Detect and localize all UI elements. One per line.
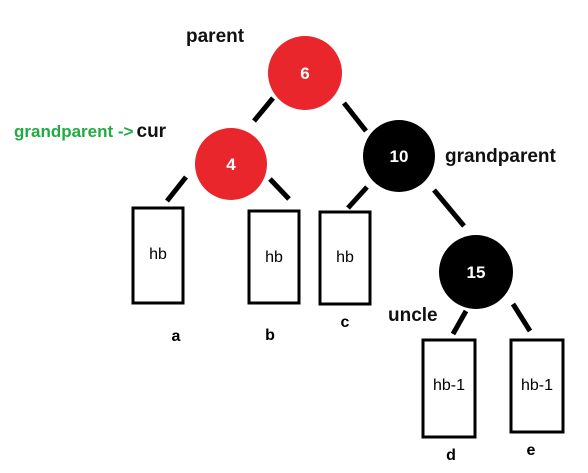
box-label: hb-1 — [521, 377, 553, 394]
leaf-letter: e — [527, 442, 536, 459]
box-outline — [421, 338, 477, 439]
node-key: 6 — [300, 64, 309, 83]
node-key: 4 — [226, 155, 236, 174]
label-grandparent: grandparent — [445, 146, 557, 167]
edge-6-4 — [252, 96, 275, 123]
box-outline — [131, 206, 185, 305]
tree-node-15: 15 — [439, 235, 513, 309]
subtree-box-c: hb c — [318, 210, 372, 331]
subtree-box-d: hb-1 d — [421, 338, 477, 464]
node-circle — [268, 36, 342, 110]
edge-6-10 — [342, 101, 368, 133]
node-circle — [363, 120, 435, 192]
subtree-box-b: hb b — [247, 209, 301, 344]
label-cur-prefix: grandparent -> — [14, 122, 134, 141]
edge-15-d — [450, 309, 469, 336]
node-circle — [195, 128, 267, 200]
node-key: 15 — [467, 263, 486, 282]
leaf-letter: d — [446, 447, 456, 464]
edge-4-a — [165, 175, 188, 203]
box-outline — [509, 338, 565, 434]
box-label: hb-1 — [433, 377, 465, 394]
node-circle — [439, 235, 513, 309]
node-key: 10 — [390, 147, 409, 166]
label-uncle: uncle — [388, 305, 438, 326]
tree-node-10: 10 — [363, 120, 435, 192]
edge-15-e — [510, 302, 533, 333]
tree-node-6: 6 — [268, 36, 342, 110]
subtree-box-a: hb a — [131, 206, 185, 345]
label-cur: cur — [137, 121, 167, 142]
edge-10-c — [346, 185, 369, 210]
box-outline — [318, 210, 372, 306]
label-cur-line: grandparent ->cur — [14, 121, 167, 142]
label-parent: parent — [186, 26, 245, 47]
box-label: hb — [336, 249, 354, 266]
subtree-box-e: hb-1 e — [509, 338, 565, 459]
box-label: hb — [265, 249, 283, 266]
leaf-letter: b — [265, 327, 275, 344]
tree-node-4: 4 — [195, 128, 267, 200]
box-outline — [247, 209, 301, 305]
leaf-letter: c — [341, 314, 350, 331]
edge-4-b — [268, 177, 291, 201]
leaf-letter: a — [172, 328, 181, 345]
edge-10-15 — [432, 188, 466, 228]
box-label: hb — [149, 246, 167, 263]
